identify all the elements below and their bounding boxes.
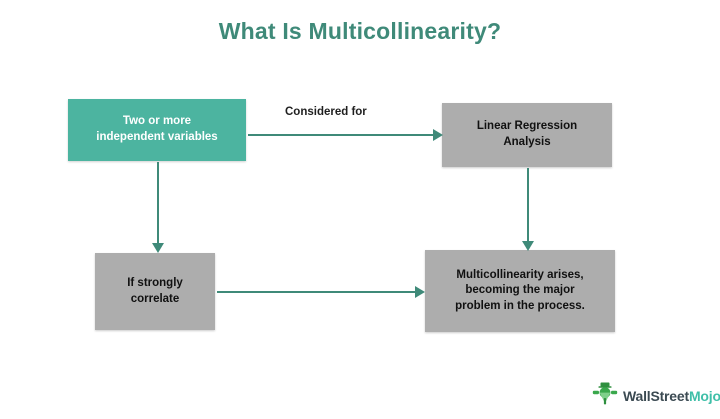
brand-name-part1: WallStreet: [623, 387, 689, 404]
brand-wordmark: WallStreetMojo: [623, 388, 720, 404]
arrow-correlate-to-multicollinearity-icon: [217, 282, 427, 302]
arrow-independent-to-regression-icon: [248, 125, 444, 145]
node-multicollinearity-line-1: Multicollinearity arises,: [456, 268, 584, 281]
node-if-strongly-correlate-line-2: correlate: [130, 292, 180, 305]
node-linear-regression-line-1: Linear Regression: [476, 120, 578, 133]
brand-name-part2: Mojo: [688, 387, 720, 404]
page-title: What Is Multicollinearity?: [218, 18, 502, 44]
edge-label-considered-for: Considered for: [285, 106, 367, 118]
wallstreetmojo-logo-icon: [592, 380, 618, 411]
node-multicollinearity-arises: Multicollinearity arises, becoming the m…: [425, 250, 615, 332]
node-multicollinearity-line-3: problem in the process.: [455, 299, 585, 312]
node-independent-variables-line-1: Two or more: [122, 115, 192, 128]
node-independent-variables: Two or more independent variables: [68, 99, 246, 161]
arrow-regression-to-multicollinearity-icon: [518, 168, 538, 252]
node-multicollinearity-line-2: becoming the major: [465, 284, 575, 297]
brand-logo: WallStreetMojo: [592, 380, 720, 411]
node-if-strongly-correlate: If strongly correlate: [95, 253, 215, 330]
node-multicollinearity-text: Multicollinearity arises, becoming the m…: [425, 268, 615, 315]
node-if-strongly-correlate-text: If strongly correlate: [95, 276, 215, 307]
node-linear-regression-analysis: Linear Regression Analysis: [442, 103, 612, 167]
node-if-strongly-correlate-line-1: If strongly: [127, 276, 183, 289]
node-independent-variables-text: Two or more independent variables: [68, 114, 246, 145]
node-linear-regression-line-2: Analysis: [503, 136, 551, 148]
arrow-independent-to-correlate-icon: [148, 162, 168, 254]
node-independent-variables-line-2: independent variables: [96, 131, 218, 143]
node-linear-regression-text: Linear Regression Analysis: [442, 119, 612, 150]
